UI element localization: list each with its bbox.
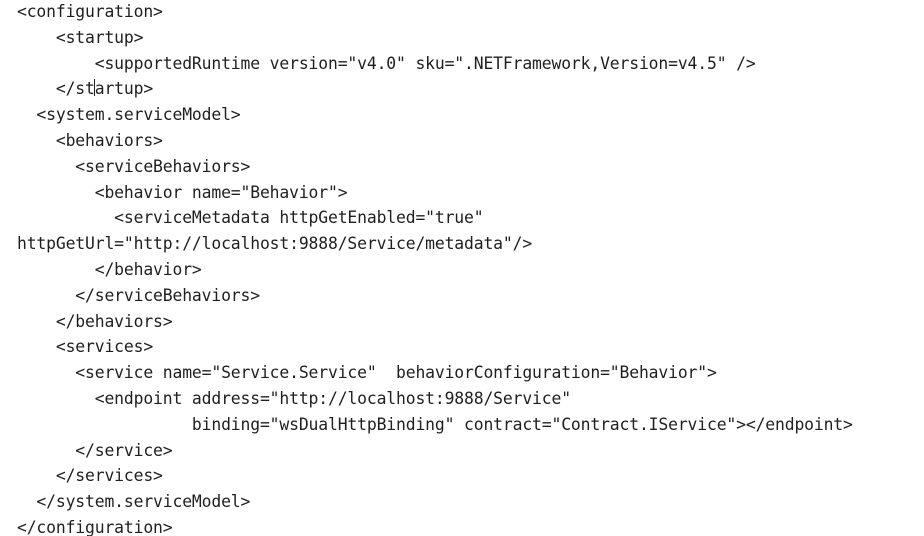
code-line: </service>	[17, 440, 173, 460]
code-line: <supportedRuntime version="v4.0" sku=".N…	[17, 53, 756, 73]
code-line: <endpoint address="http://localhost:9888…	[17, 389, 571, 408]
code-line: </configuration>	[17, 518, 173, 536]
text-caret	[94, 79, 96, 97]
code-line: <system.serviceModel>	[17, 105, 241, 125]
code-line: </behaviors>	[17, 311, 173, 331]
code-line: <behaviors>	[17, 131, 163, 150]
code-line: </behavior>	[17, 260, 202, 279]
code-line-text: </st	[17, 79, 95, 99]
code-line: <serviceMetadata httpGetEnabled="true"	[17, 208, 484, 228]
code-line: <configuration>	[17, 2, 163, 21]
code-line: httpGetUrl="http://localhost:9888/Servic…	[17, 234, 533, 254]
code-line: </services>	[17, 466, 163, 486]
code-line: <behavior name="Behavior">	[17, 182, 348, 202]
code-line: </serviceBehaviors>	[17, 285, 260, 305]
code-line: <service name="Service.Service" behavior…	[17, 363, 717, 383]
code-line: <serviceBehaviors>	[17, 156, 251, 176]
code-line: </startup>	[17, 76, 153, 102]
code-line: binding="wsDualHttpBinding" contract="Co…	[17, 414, 853, 434]
code-line-text: artup>	[94, 79, 154, 99]
code-line: <services>	[17, 337, 154, 357]
code-line: <startup>	[17, 27, 144, 47]
code-line: </system.serviceModel>	[17, 492, 251, 512]
